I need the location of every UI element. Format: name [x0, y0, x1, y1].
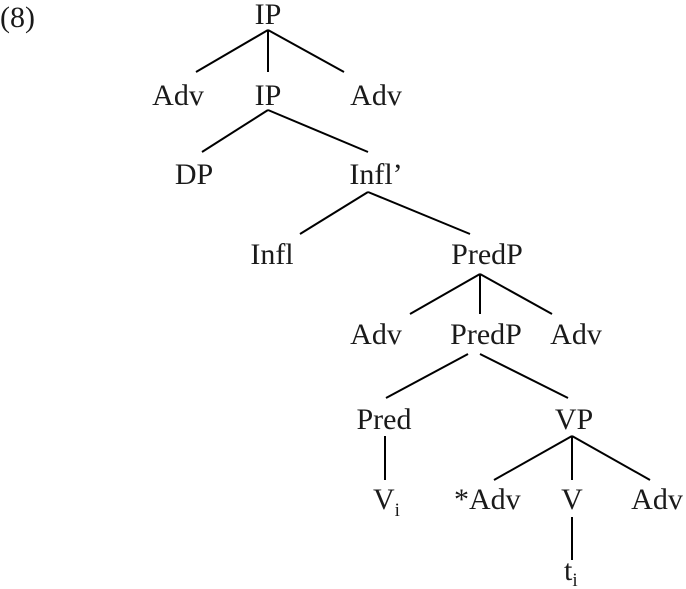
edge-ip-dp: [201, 109, 269, 153]
node-adv-predp-right: Adv: [550, 318, 602, 351]
node-adv-vp-left-label: Adv: [469, 483, 521, 516]
tree-edges: [195, 29, 651, 560]
edge-ip-adv-right: [267, 29, 345, 73]
edge-vp-adv-right: [571, 435, 651, 481]
node-infl-bar: Infl’: [349, 158, 402, 191]
node-adv-vp-left: *Adv: [454, 483, 521, 516]
edge-predp-adv-left: [409, 273, 481, 315]
node-pred: Pred: [357, 403, 412, 436]
node-trace-label: t: [564, 554, 573, 587]
node-ip-inner: IP: [255, 79, 282, 112]
node-predp-inner: PredP: [450, 318, 522, 351]
node-dp: DP: [175, 158, 213, 191]
edge-inflbar-predp: [367, 191, 471, 235]
node-trace: ti: [564, 554, 578, 589]
edge-predp-adv-right: [479, 273, 553, 315]
node-predp-top: PredP: [451, 238, 523, 271]
edge-predp-pred: [385, 353, 469, 399]
node-ip-top: IP: [255, 0, 282, 31]
edge-vp-adv-left: [493, 435, 573, 481]
edge-inflbar-infl: [299, 191, 369, 235]
node-adv-vp-right: Adv: [631, 483, 683, 516]
node-v-head-label: V: [373, 483, 395, 516]
node-adv-ip-left: Adv: [152, 79, 204, 112]
node-adv-predp-left: Adv: [350, 318, 402, 351]
ungrammatical-star: *: [454, 483, 469, 516]
node-vp: VP: [555, 403, 593, 436]
node-trace-index: i: [572, 570, 577, 589]
edge-predp-vp: [479, 353, 569, 399]
edge-ip-inflbar: [267, 109, 369, 153]
node-v-head: Vi: [373, 483, 400, 521]
node-v-head-index: i: [395, 500, 400, 521]
edge-ip-adv-left: [195, 29, 269, 73]
example-number: (8): [0, 1, 35, 34]
node-adv-ip-right: Adv: [350, 79, 402, 112]
node-v: V: [561, 483, 583, 516]
node-infl: Infl: [250, 238, 293, 271]
